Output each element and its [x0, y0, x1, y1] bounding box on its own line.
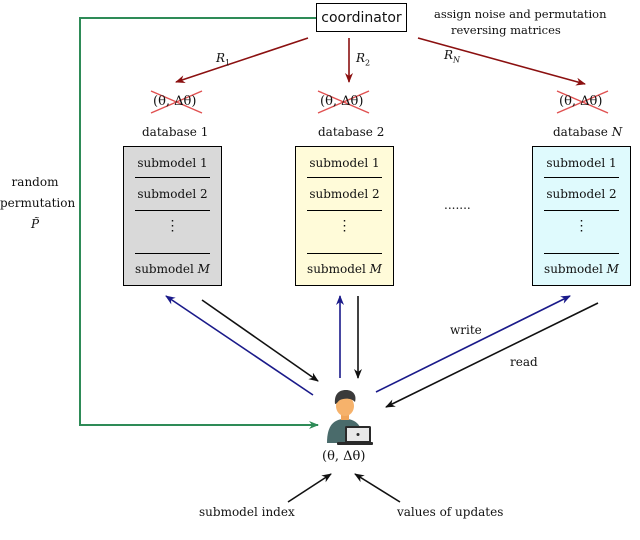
r-label-2: R2 — [356, 51, 371, 68]
cross-mark-1 — [150, 90, 203, 114]
submodel-1-row: submodel 1 — [137, 156, 208, 170]
row-divider — [307, 253, 382, 254]
row-divider — [135, 210, 210, 211]
arrow-read-n — [385, 302, 599, 408]
user-value: (θ, Δθ) — [322, 449, 366, 464]
vdots: ⋮ — [574, 218, 589, 234]
database-2: submodel 1 submodel 2 ⋮ submodel M — [295, 146, 394, 286]
row-divider — [307, 177, 382, 178]
row-divider — [544, 177, 619, 178]
input-values-of-updates: values of updates — [397, 505, 504, 519]
database-label-1: database 1 — [142, 125, 209, 139]
submodel-2-row: submodel 2 — [309, 187, 380, 201]
arrow-submodel-index — [287, 473, 332, 503]
submodel-1-row: submodel 1 — [309, 156, 380, 170]
database-label-n: database N — [553, 125, 623, 139]
cross-mark-2 — [317, 90, 370, 114]
database-label-2: database 2 — [318, 125, 385, 139]
coordinator-label: coordinator — [321, 9, 402, 26]
submodel-m-row: submodel M — [544, 262, 619, 276]
row-divider — [544, 253, 619, 254]
arrow-write-n — [375, 295, 571, 393]
arrow-rn — [417, 37, 586, 86]
permutation-label: random permutation P̃ — [0, 175, 76, 231]
ellipsis-dots: ....... — [444, 198, 471, 212]
read-label: read — [510, 355, 538, 369]
submodel-m-row: submodel M — [307, 262, 382, 276]
r-label-n: RN — [444, 48, 461, 65]
coordinator-note-line1: assign noise and permutation — [434, 7, 607, 21]
row-divider — [544, 210, 619, 211]
database-n: submodel 1 submodel 2 ⋮ submodel M — [532, 146, 631, 286]
arrow-r1 — [175, 37, 309, 83]
write-label: write — [450, 323, 482, 337]
vdots: ⋮ — [337, 218, 352, 234]
user-icon — [327, 390, 373, 445]
submodel-m-row: submodel M — [135, 262, 210, 276]
submodel-2-row: submodel 2 — [546, 187, 617, 201]
crossed-value-2: (θ, Δθ) — [320, 94, 364, 109]
input-submodel-index: submodel index — [199, 505, 295, 519]
submodel-2-row: submodel 2 — [137, 187, 208, 201]
arrow-write-1 — [165, 295, 314, 396]
submodel-1-row: submodel 1 — [546, 156, 617, 170]
arrow-read-1 — [201, 299, 319, 382]
coordinator-note-line2: reversing matrices — [451, 23, 561, 37]
database-1: submodel 1 submodel 2 ⋮ submodel M — [123, 146, 222, 286]
permutation-path — [79, 17, 319, 429]
r-label-1: R1 — [216, 51, 231, 68]
coordinator-box: coordinator — [316, 3, 407, 32]
row-divider — [307, 210, 382, 211]
crossed-value-n: (θ, Δθ) — [559, 94, 603, 109]
row-divider — [135, 177, 210, 178]
cross-mark-n — [556, 90, 609, 114]
crossed-value-1: (θ, Δθ) — [153, 94, 197, 109]
arrow-values-of-updates — [354, 473, 401, 503]
vdots: ⋮ — [165, 218, 180, 234]
row-divider — [135, 253, 210, 254]
